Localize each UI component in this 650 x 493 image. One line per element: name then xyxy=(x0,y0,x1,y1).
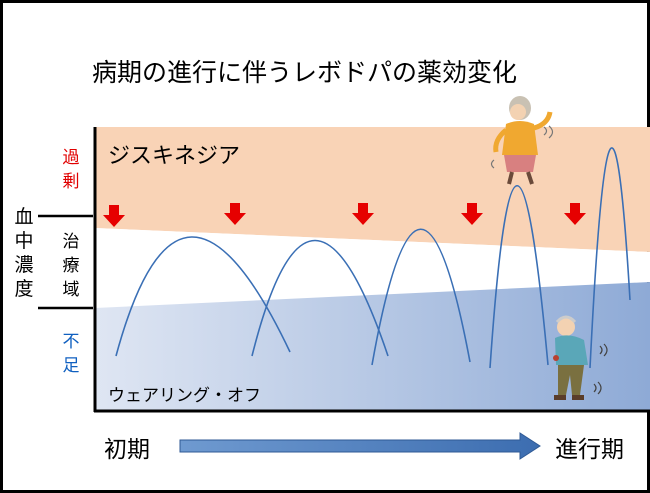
dose-arrows xyxy=(103,203,586,227)
down-arrow-icon xyxy=(461,203,483,225)
curve-2 xyxy=(251,239,389,357)
early-stage-label: 初期 xyxy=(104,437,150,463)
wearing-off-zone xyxy=(95,282,650,410)
down-arrow-icon xyxy=(103,205,125,227)
down-arrow-icon xyxy=(352,203,374,225)
diagram-title: 病期の進行に伴うレボドパの薬効変化 xyxy=(92,58,518,87)
dyskinetic-patient-figure xyxy=(490,96,554,185)
curve-5 xyxy=(589,147,631,369)
wearing-off-label: ウェアリング・オフ xyxy=(108,386,261,406)
curve-3 xyxy=(371,228,471,366)
dyskinesia-label: ジスキネジア xyxy=(108,144,241,169)
curve-1 xyxy=(115,236,291,357)
curve-4 xyxy=(489,185,549,369)
down-arrow-icon xyxy=(224,203,246,225)
excess-label: 過剰 xyxy=(62,148,80,192)
advanced-stage-label: 進行期 xyxy=(555,437,624,463)
concentration-curves xyxy=(115,147,631,369)
tremor-patient-figure xyxy=(553,315,608,400)
insufficient-label: 不足 xyxy=(62,332,80,376)
therapeutic-zone xyxy=(95,228,650,308)
therapeutic-range-label: 治療域 xyxy=(62,232,80,300)
down-arrow-icon xyxy=(564,203,586,225)
y-axis-label: 血中濃度 xyxy=(14,206,34,300)
progression-arrow-icon xyxy=(179,432,541,460)
